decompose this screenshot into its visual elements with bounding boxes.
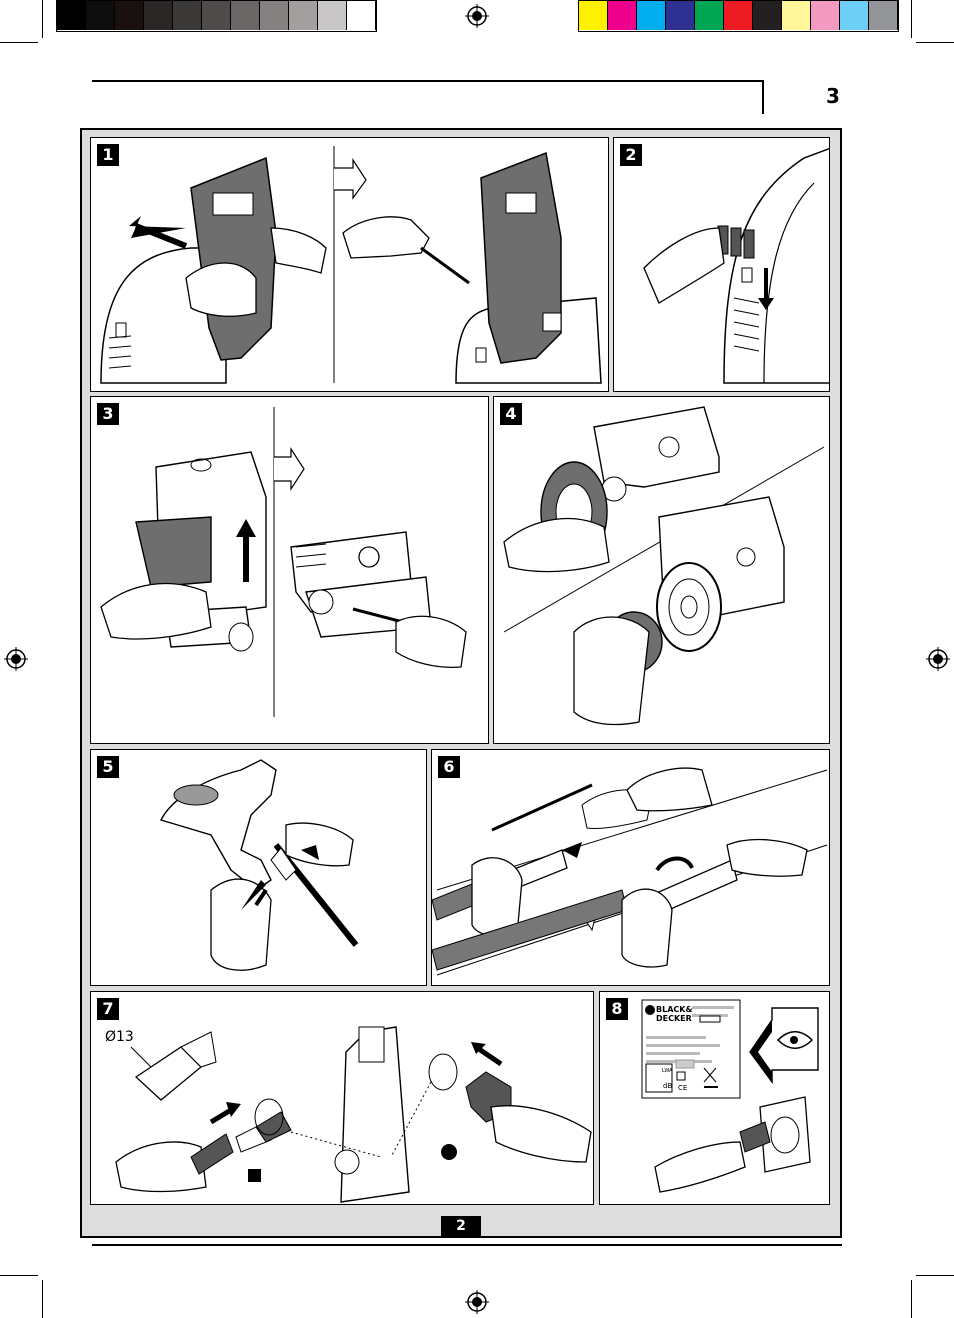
db-label: dB: [663, 1082, 672, 1090]
ce-label: CE: [678, 1084, 687, 1092]
nozzle-connection-illustration: [432, 750, 830, 986]
lance-attachment-illustration: [91, 750, 427, 986]
filter-insertion-illustration: [614, 138, 830, 392]
crop-mark: [916, 42, 954, 43]
hose-connection-illustration: [91, 992, 594, 1205]
panel-5: 5: [90, 749, 427, 986]
crop-mark: [0, 1275, 38, 1276]
process-color-swatch: [753, 1, 782, 30]
grayscale-swatch: [144, 1, 173, 30]
crop-mark: [42, 0, 43, 38]
grayscale-swatch: [318, 1, 347, 30]
process-color-swatch: [811, 1, 840, 30]
rating-plate-and-plug-illustration: BLACK& DECKER LWA dB CE: [600, 992, 830, 1205]
registration-mark-icon: [4, 647, 28, 671]
registration-mark-icon: [465, 4, 489, 28]
footer-page-badge: 2: [441, 1216, 481, 1236]
process-color-swatch: [608, 1, 637, 30]
process-color-swatch: [782, 1, 811, 30]
crop-mark: [911, 0, 912, 38]
panel-2: 2: [613, 137, 830, 392]
crop-mark: [911, 1280, 912, 1318]
process-color-swatch: [666, 1, 695, 30]
registration-mark-icon: [465, 1290, 489, 1314]
brand-line-1: BLACK&: [656, 1005, 692, 1014]
brand-line-2: DECKER: [656, 1014, 692, 1023]
page-number: 3: [826, 84, 840, 108]
process-color-swatch: [724, 1, 753, 30]
crop-mark: [42, 1280, 43, 1318]
process-color-bar: [578, 0, 899, 32]
header-rule-tick: [762, 80, 764, 114]
panel-6: 6: [431, 749, 830, 986]
lwa-label: LWA: [662, 1068, 673, 1074]
grayscale-swatch: [231, 1, 260, 30]
grayscale-swatch: [86, 1, 115, 30]
base-attachment-illustration: [91, 397, 489, 744]
process-color-swatch: [840, 1, 869, 30]
panel-8: 8 BLACK& DECKER LWA dB CE: [599, 991, 830, 1205]
grayscale-swatch: [289, 1, 318, 30]
header-rule: [92, 80, 762, 82]
crop-mark: [0, 42, 38, 43]
panel-1: 1: [90, 137, 609, 392]
crop-mark: [916, 1275, 954, 1276]
process-color-swatch: [869, 1, 898, 30]
grayscale-color-bar: [56, 0, 377, 32]
grayscale-swatch: [347, 1, 376, 30]
grayscale-swatch: [202, 1, 231, 30]
process-color-swatch: [579, 1, 608, 30]
process-color-swatch: [695, 1, 724, 30]
grayscale-swatch: [260, 1, 289, 30]
wheel-attachment-illustration: [494, 397, 830, 744]
grayscale-swatch: [173, 1, 202, 30]
footer-rule: [92, 1244, 842, 1246]
panel-4: 4: [493, 396, 830, 744]
panel-7: 7 Ø13: [90, 991, 594, 1205]
grayscale-swatch: [57, 1, 86, 30]
grayscale-swatch: [115, 1, 144, 30]
handle-removal-illustration: [91, 138, 609, 392]
panel-3: 3: [90, 396, 489, 744]
process-color-swatch: [637, 1, 666, 30]
registration-mark-icon: [926, 647, 950, 671]
